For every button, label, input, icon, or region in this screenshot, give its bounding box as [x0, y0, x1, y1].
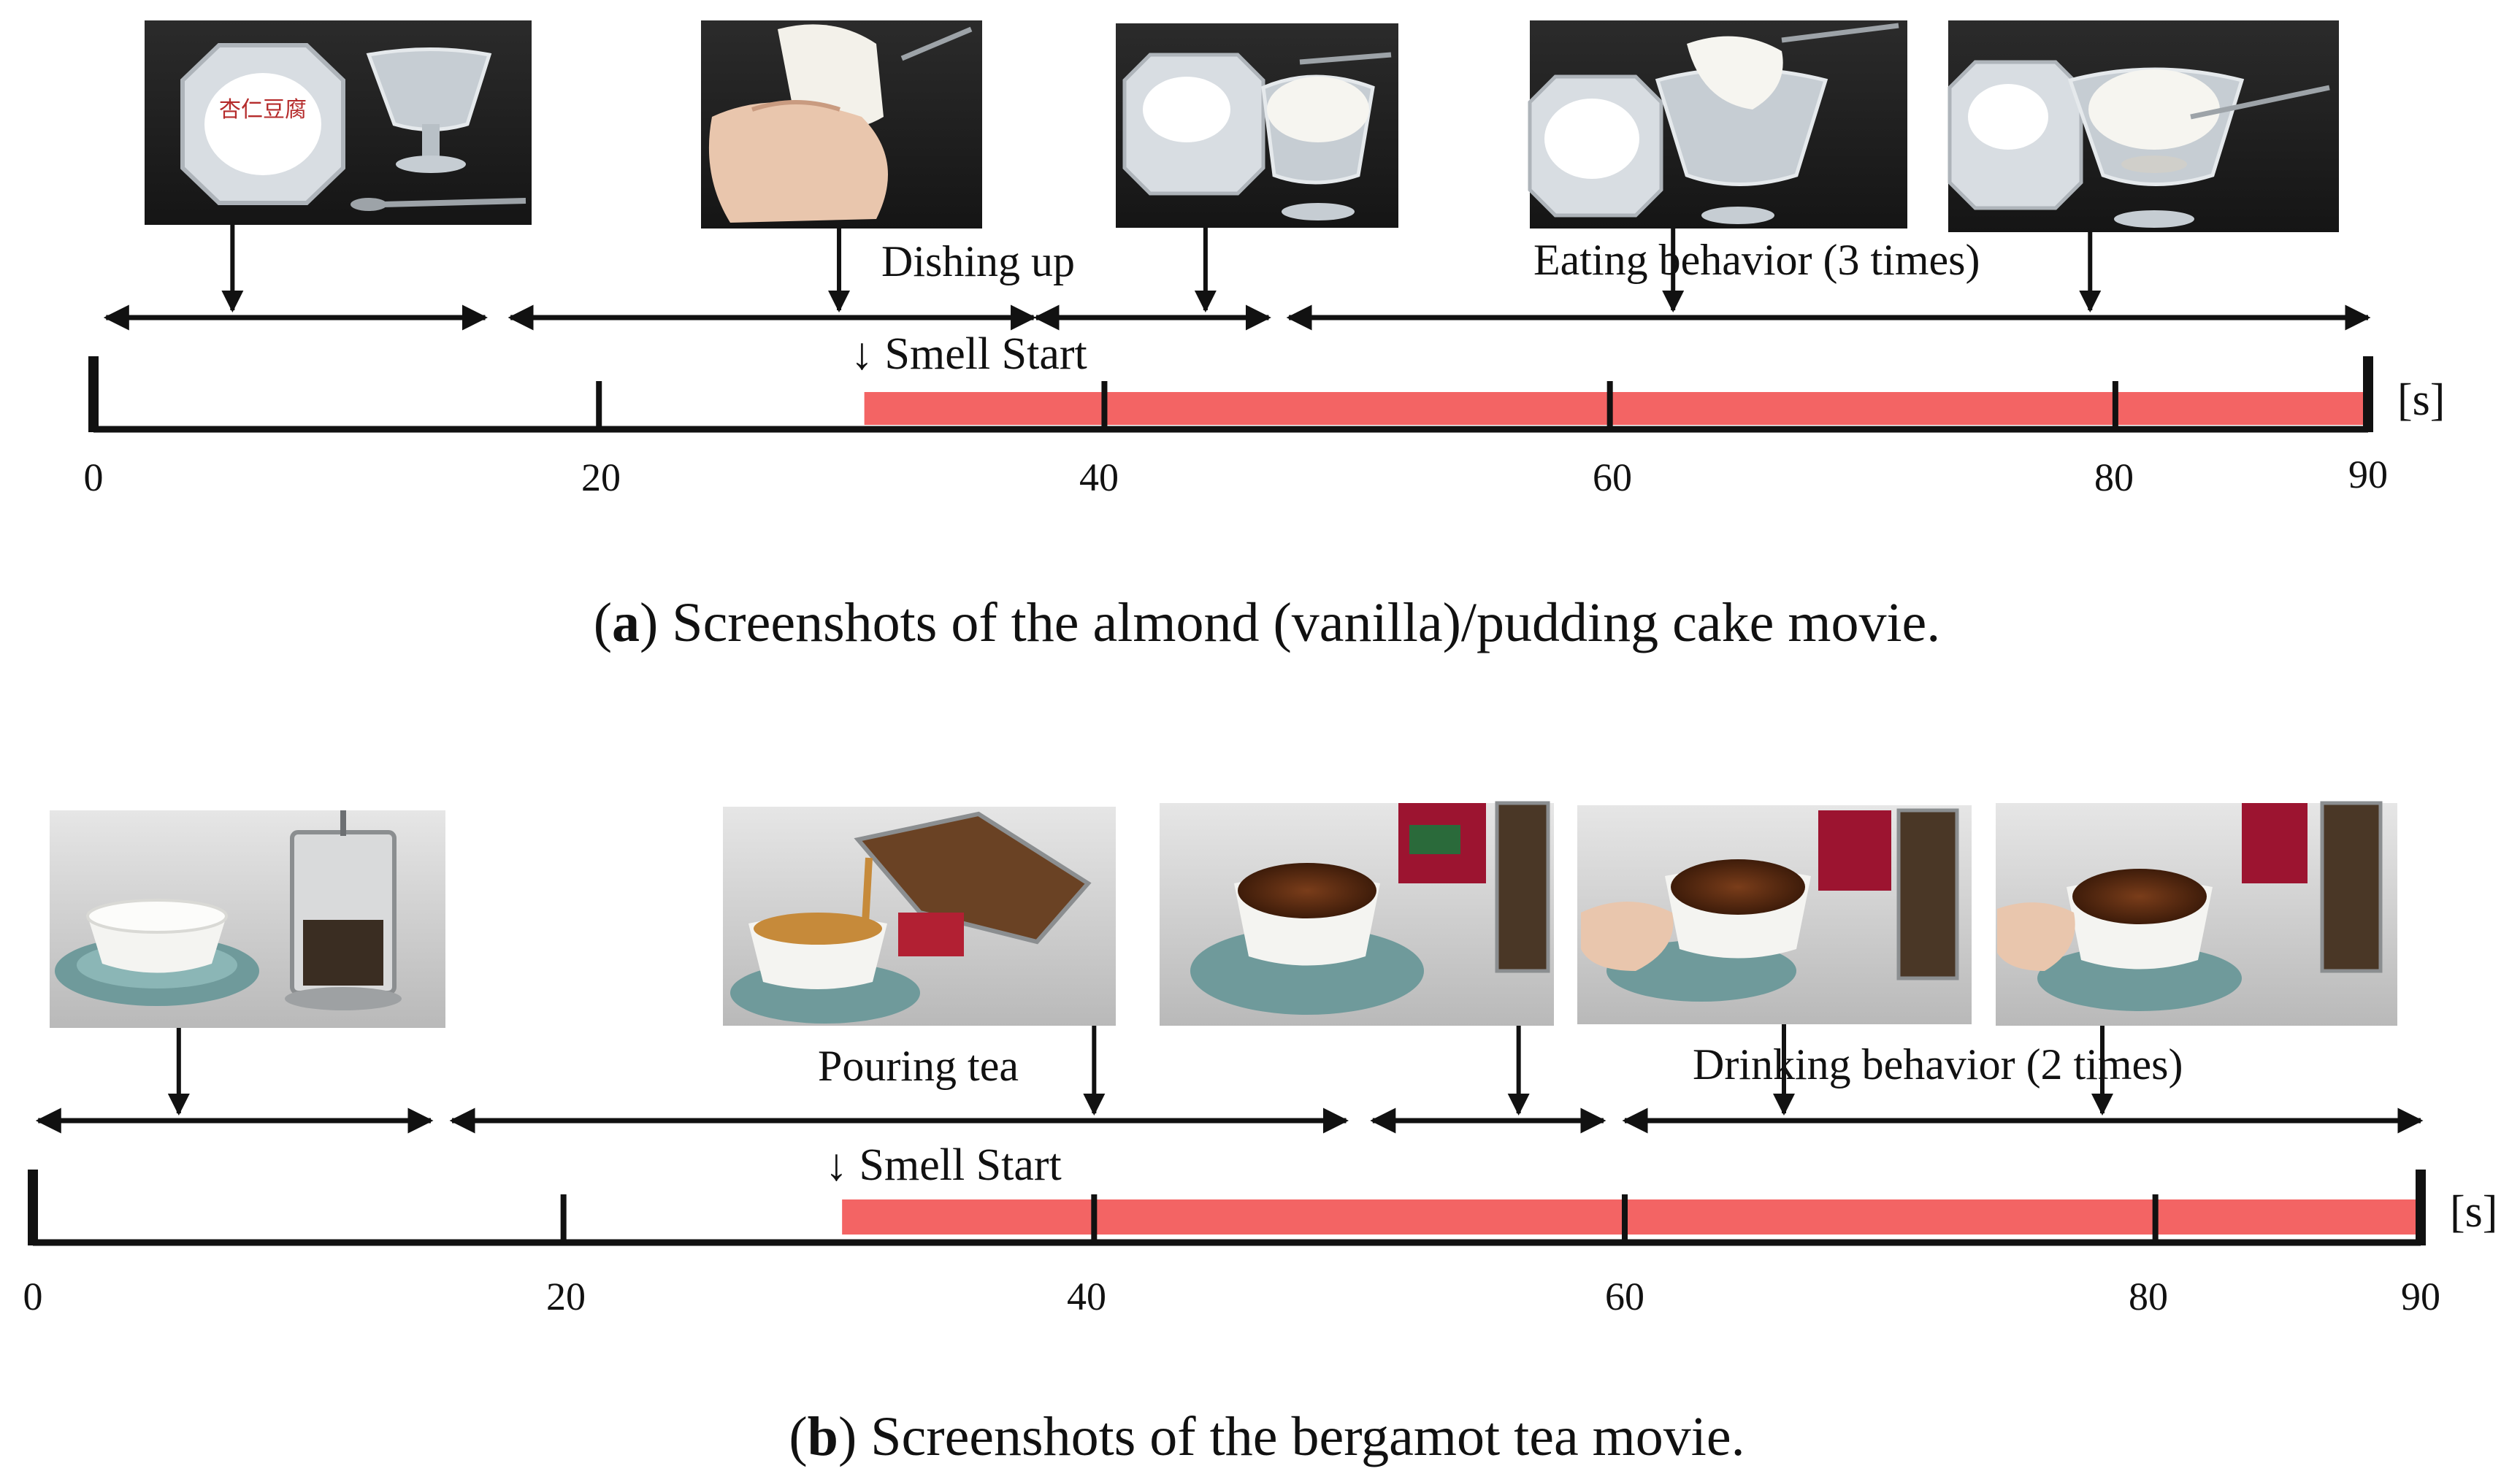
caption-b: (b) Screenshots of the bergamot tea movi… [789, 1406, 1745, 1467]
tick-label-60: 60 [1605, 1275, 1644, 1318]
tick-label-90: 90 [2348, 453, 2388, 496]
image-pointer-arrows [167, 1024, 2113, 1116]
tick-labels: 0 20 40 60 80 90 [23, 1275, 2441, 1318]
panel-b: Pouring tea Drinking behavior (2 times) … [23, 801, 2497, 1467]
image-pointer-arrows [221, 225, 2102, 312]
unit-label: [s] [2450, 1187, 2497, 1237]
tick-label-80: 80 [2094, 456, 2134, 499]
screenshot-a5 [1948, 20, 2339, 232]
smell-duration-bar [842, 1199, 2421, 1235]
tick-label-0: 0 [23, 1275, 43, 1318]
caption-a: (a) Screenshots of the almond (vanilla)/… [594, 592, 1941, 653]
screenshot-b5 [1996, 801, 2397, 1026]
screenshot-b4 [1577, 805, 1972, 1024]
smell-start-label: ↓ Smell Start [825, 1140, 1062, 1190]
tick-label-60: 60 [1593, 456, 1632, 499]
timeline-axis [28, 1170, 2426, 1246]
smell-duration-bar [864, 392, 2368, 425]
tick-label-0: 0 [84, 456, 104, 499]
package-logo-icon: 杏仁豆腐 [219, 97, 307, 123]
screenshot-b2 [723, 807, 1116, 1026]
screenshot-a1: 杏仁豆腐 [145, 20, 532, 225]
tick-label-40: 40 [1067, 1275, 1106, 1318]
tick-label-40: 40 [1079, 456, 1119, 499]
tick-label-80: 80 [2129, 1275, 2168, 1318]
phase-label-eating: Eating behavior (3 times) [1533, 236, 1980, 284]
phase-label-pouring: Pouring tea [818, 1042, 1019, 1090]
unit-label: [s] [2397, 375, 2445, 425]
smell-start-label: ↓ Smell Start [851, 329, 1087, 379]
phase-label-drinking: Drinking behavior (2 times) [1693, 1040, 2183, 1089]
tick-label-20: 20 [546, 1275, 586, 1318]
tick-label-90: 90 [2401, 1275, 2440, 1318]
screenshot-a2 [701, 20, 982, 229]
screenshot-a3 [1116, 23, 1398, 228]
timeline-axis [88, 356, 2373, 433]
tick-labels: 0 20 40 60 80 90 [84, 453, 2389, 499]
screenshot-b1 [50, 810, 445, 1028]
tick-label-20: 20 [581, 456, 621, 499]
panel-a: 杏仁豆腐 [84, 20, 2445, 653]
screenshot-b3 [1160, 801, 1554, 1026]
phase-label-dishing: Dishing up [881, 237, 1075, 285]
screenshot-a4 [1528, 20, 1907, 229]
